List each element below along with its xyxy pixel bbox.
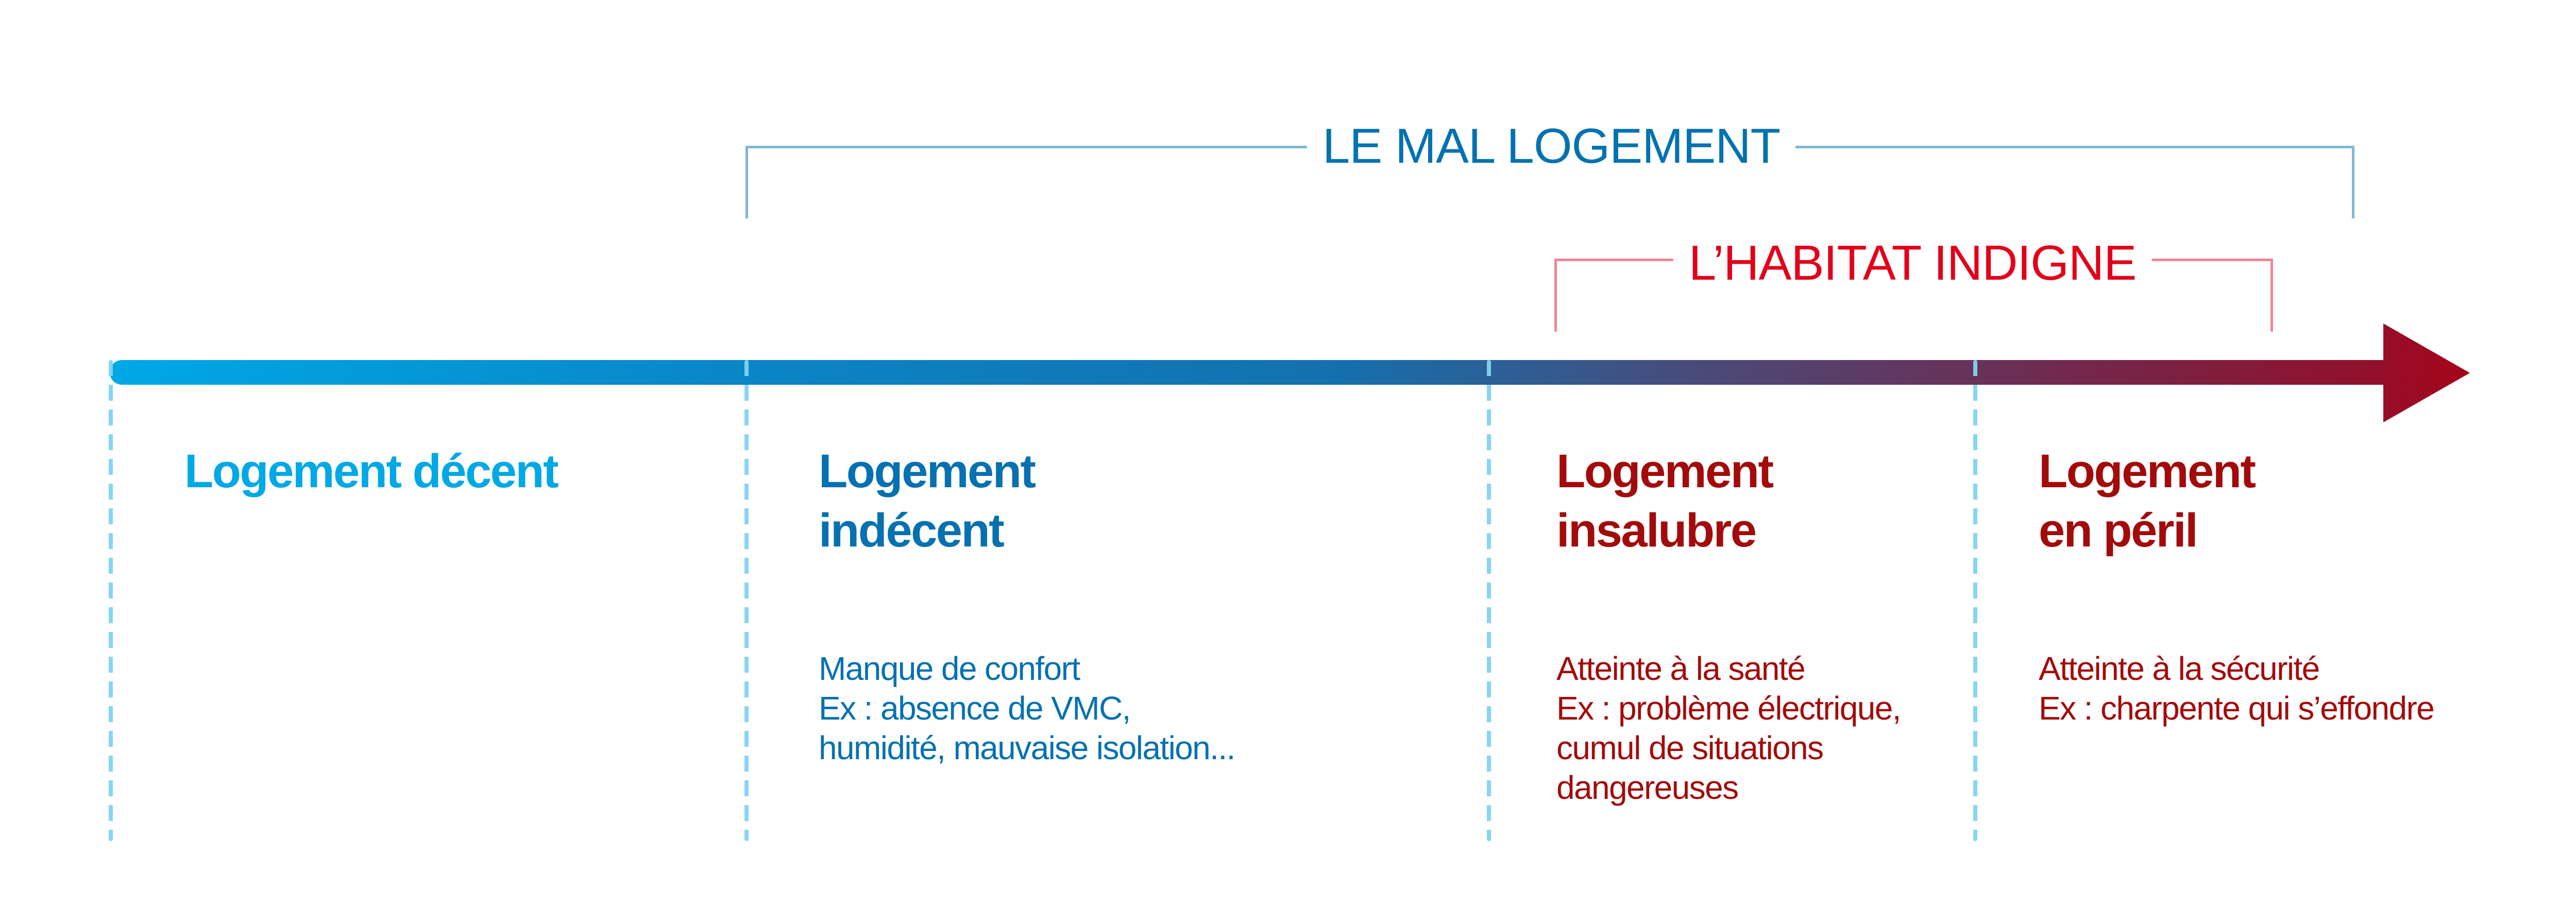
column-description: Manque de confort Ex : absence de VMC, h… [819, 649, 1235, 768]
arrow-head-icon [2383, 323, 2470, 422]
column-logement-insalubre: Logement insalubre Atteinte à la santé E… [1556, 442, 1902, 806]
column-logement-en-peril: Logement en péril Atteinte à la sécurité… [2039, 442, 2435, 727]
description-line: Ex : absence de VMC, [819, 690, 1131, 727]
mal-logement-label: LE MAL LOGEMENT [1307, 122, 1796, 171]
separator-line [1973, 360, 1977, 841]
column-title: Logement décent [184, 445, 559, 498]
description-line: Manque de confort [819, 650, 1080, 687]
habitat-indigne-label: L’HABITAT INDIGNE [1673, 238, 2152, 288]
description-line: cumul de situations [1556, 729, 1824, 766]
column-description: Atteinte à la sécurité Ex : charpente qu… [2039, 649, 2435, 728]
column-logement-indecent: Logement indécent Manque de confort Ex :… [819, 442, 1235, 766]
description-line: Ex : charpente qui s’effondre [2039, 690, 2435, 727]
description-line: Ex : problème électrique, [1556, 690, 1902, 727]
column-title: Logement en péril [2039, 445, 2256, 557]
separator-line [1487, 360, 1491, 841]
column-title: Logement insalubre [1556, 445, 1774, 557]
column-description: Atteinte à la santé Ex : problème électr… [1556, 649, 1902, 808]
separator-line [744, 360, 749, 841]
description-line: Atteinte à la sécurité [2039, 650, 2320, 687]
description-line: Atteinte à la santé [1556, 650, 1806, 687]
column-logement-decent: Logement décent [184, 442, 559, 501]
separator-line [109, 360, 113, 841]
severity-arrow-bar [110, 360, 2387, 385]
description-line: humidité, mauvaise isolation... [819, 729, 1235, 766]
column-title: Logement indécent [819, 445, 1036, 557]
description-line: dangereuses [1556, 769, 1739, 806]
